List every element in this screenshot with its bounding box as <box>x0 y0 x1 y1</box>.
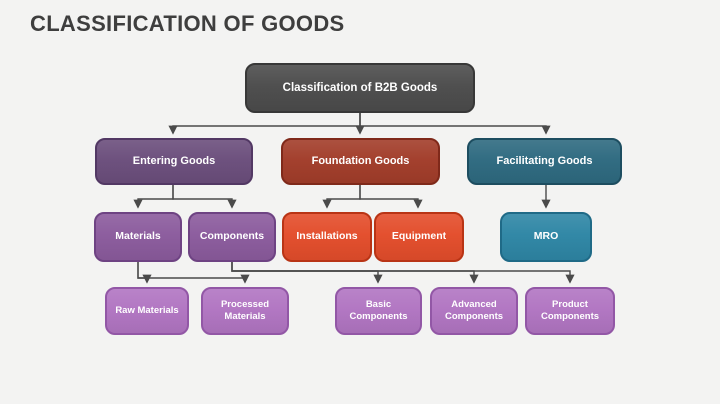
node-mro: MRO <box>500 212 592 262</box>
edge-materials-processed <box>137 262 250 284</box>
node-entering-goods: Entering Goods <box>95 138 253 185</box>
node-installations: Installations <box>282 212 372 262</box>
edge-components-basic <box>231 262 383 284</box>
node-label: Processed Materials <box>220 299 270 322</box>
edge-components-advanced <box>231 262 479 284</box>
node-label: Foundation Goods <box>311 154 410 167</box>
node-label: Facilitating Goods <box>496 154 593 167</box>
node-raw-materials: Raw Materials <box>105 287 189 335</box>
node-classification-of-b2b-goods: Classification of B2B Goods <box>245 63 475 113</box>
node-foundation-goods: Foundation Goods <box>281 138 440 185</box>
node-advanced-components: Advanced Components <box>430 287 518 335</box>
edge-foundation-equipment <box>359 185 423 209</box>
node-facilitating-goods: Facilitating Goods <box>467 138 622 185</box>
node-label: Equipment <box>391 230 447 243</box>
edge-materials-raw <box>137 262 152 284</box>
page-title: CLASSIFICATION OF GOODS <box>30 11 345 36</box>
edge-entering-components <box>172 185 237 209</box>
node-label: Advanced Components <box>444 299 504 322</box>
node-materials: Materials <box>94 212 182 262</box>
node-label: Raw Materials <box>115 305 179 317</box>
node-basic-components: Basic Components <box>335 287 422 335</box>
edge-components-product <box>231 262 575 284</box>
edge-root-facilitating <box>359 113 551 135</box>
node-label: Entering Goods <box>132 154 216 167</box>
edge-root-entering <box>168 113 361 135</box>
node-product-components: Product Components <box>525 287 615 335</box>
node-label: Materials <box>115 230 161 243</box>
node-processed-materials: Processed Materials <box>201 287 289 335</box>
node-label: Components <box>199 230 265 243</box>
node-components: Components <box>188 212 276 262</box>
edge-foundation-installations <box>322 185 361 209</box>
node-label: Basic Components <box>349 299 408 322</box>
node-equipment: Equipment <box>374 212 464 262</box>
edge-entering-materials <box>133 185 174 209</box>
node-label: Classification of B2B Goods <box>282 81 438 94</box>
node-label: MRO <box>533 230 559 243</box>
node-label: Product Components <box>540 299 600 322</box>
node-label: Installations <box>296 230 358 243</box>
